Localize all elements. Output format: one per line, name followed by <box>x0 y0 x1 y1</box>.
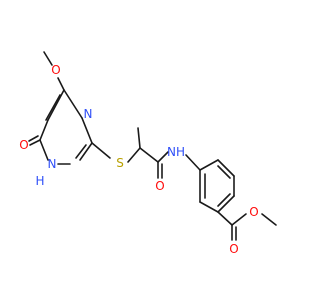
atom-label-layer: O O N H N S NH O O O <box>19 63 258 256</box>
bond <box>139 147 159 163</box>
atom-label-o-keto: O <box>19 138 28 152</box>
bond <box>63 89 83 119</box>
bond <box>39 119 49 141</box>
bond <box>43 51 53 66</box>
bond <box>217 193 231 207</box>
bond <box>231 213 247 226</box>
bond-layer <box>28 51 277 241</box>
bond <box>199 201 219 213</box>
bond <box>261 213 277 226</box>
bond <box>185 154 201 171</box>
bond <box>217 159 235 177</box>
atom-label-o-methoxy: O <box>51 63 60 77</box>
bond <box>57 77 65 91</box>
bond <box>91 142 111 159</box>
bond <box>75 144 87 159</box>
bond <box>199 159 219 171</box>
atom-label-nh-ring: N <box>48 157 57 171</box>
atom-label-n-ring: N <box>84 107 93 121</box>
bond <box>217 195 235 213</box>
bond <box>137 127 141 149</box>
bond <box>39 139 49 161</box>
atom-label-o-ester-link: O <box>249 205 258 219</box>
atom-label-o-ester-carbonyl: O <box>229 242 238 256</box>
bond <box>29 139 41 146</box>
atom-label-o-amide: O <box>155 179 164 193</box>
bond <box>217 165 231 179</box>
bond <box>45 94 61 121</box>
structure-canvas: O O N H N S NH O O O <box>19 51 277 256</box>
bond <box>28 135 39 142</box>
bond <box>79 142 93 161</box>
molecule-diagram: O O N H N S NH O O O <box>19 51 277 256</box>
bond <box>47 89 65 121</box>
atom-label-s-thio: S <box>116 156 124 170</box>
bond <box>81 117 93 144</box>
atom-label-nh-amide: NH <box>167 145 185 159</box>
bond <box>217 211 233 226</box>
bond <box>127 147 141 163</box>
atom-label-h-ring: H <box>35 174 44 188</box>
bond <box>157 151 169 163</box>
